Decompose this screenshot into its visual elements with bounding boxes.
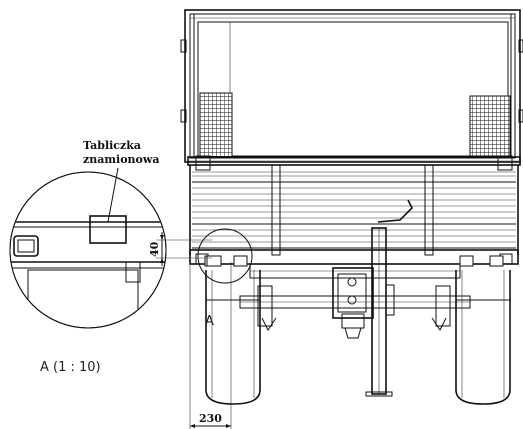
nameplate-label-line1: Tabliczka [83, 139, 141, 152]
detail-a-enlarged [9, 171, 167, 329]
nameplate-rect [89, 215, 127, 244]
nameplate-label-line2: znamionowa [83, 153, 159, 166]
dim-230-text: 230 [199, 412, 222, 425]
detail-scale-label: A (1 : 10) [40, 360, 101, 375]
right-wheel [455, 270, 511, 405]
left-light-mesh [199, 92, 233, 158]
dim-40-text: 40 [148, 241, 161, 257]
detail-a-marker-circle [197, 228, 253, 284]
dimension-40: 40 [148, 232, 212, 266]
left-wheel [205, 270, 261, 405]
dimension-230: 230 [189, 262, 232, 429]
trailer-rear-view [180, 9, 523, 405]
nameplate-leader-line [107, 167, 119, 223]
coupling-assembly [332, 267, 395, 339]
right-light-mesh [469, 95, 511, 157]
detail-marker-label: A [205, 314, 214, 329]
tailgate-slats [192, 171, 516, 249]
